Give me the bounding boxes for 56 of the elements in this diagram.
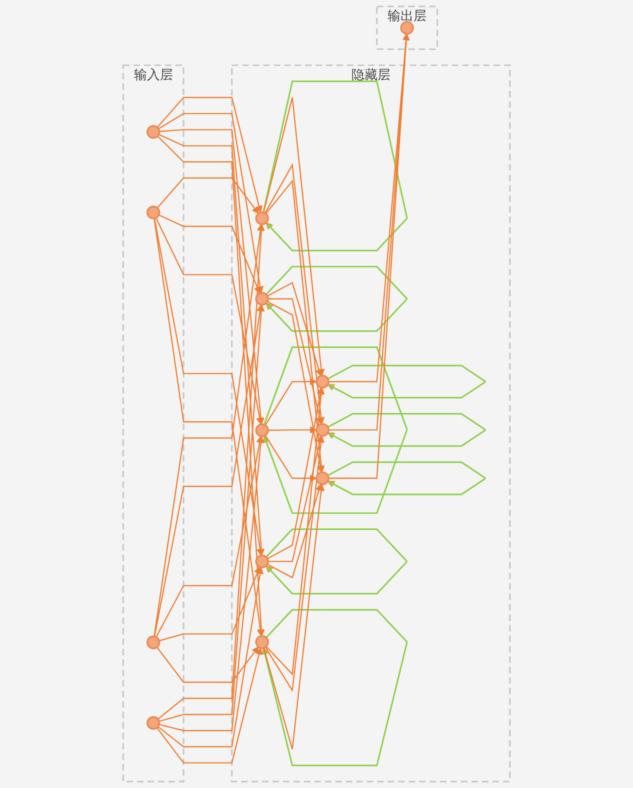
node-circle [316, 471, 330, 486]
cluster: 输出层 [376, 6, 438, 50]
arrow [158, 567, 264, 748]
arrow [158, 224, 265, 720]
arrow [158, 134, 265, 556]
arrow [267, 301, 324, 473]
arrow [159, 566, 261, 642]
arrow [268, 436, 324, 562]
arrow [267, 484, 322, 578]
arrow [264, 162, 325, 424]
node-circle [255, 424, 269, 438]
arrow [267, 387, 324, 560]
arrow [267, 282, 322, 376]
arrow [156, 436, 264, 638]
arrow [266, 387, 325, 676]
node-circle [400, 20, 414, 35]
arrow [158, 112, 264, 294]
arrow [268, 426, 317, 434]
arrow [155, 218, 264, 425]
arrow [327, 461, 486, 496]
node-circle [316, 423, 330, 437]
arrow [264, 436, 325, 692]
arrow [268, 298, 324, 424]
arrow [262, 608, 408, 766]
arrow [327, 413, 486, 447]
node-circle [316, 374, 330, 388]
node-circle [146, 636, 160, 650]
node-circle [146, 125, 160, 139]
arrow [262, 80, 408, 252]
arrow [156, 646, 259, 683]
arrow [159, 304, 265, 722]
arrow [266, 528, 408, 594]
node-circle [146, 206, 160, 220]
arrow [156, 96, 262, 213]
cluster: 隐藏层 [231, 64, 511, 782]
arrow [156, 177, 259, 214]
arrow [158, 214, 261, 294]
arrow [264, 435, 317, 482]
node-circle [255, 635, 269, 649]
arrow [154, 218, 264, 556]
arrow [156, 648, 262, 764]
node-circle [255, 211, 269, 226]
node-circle [146, 716, 160, 730]
node-circle [255, 292, 269, 306]
arrow [159, 129, 264, 425]
arrow [264, 378, 317, 426]
arrow [266, 266, 408, 332]
arrow [263, 346, 408, 514]
arrow [327, 364, 486, 399]
arrow [265, 180, 325, 473]
arrow [262, 96, 325, 376]
arrow [263, 484, 325, 750]
node-circle [255, 554, 269, 568]
cluster: 输入层 [122, 64, 184, 782]
arrow [159, 436, 264, 732]
arrow [157, 136, 265, 636]
